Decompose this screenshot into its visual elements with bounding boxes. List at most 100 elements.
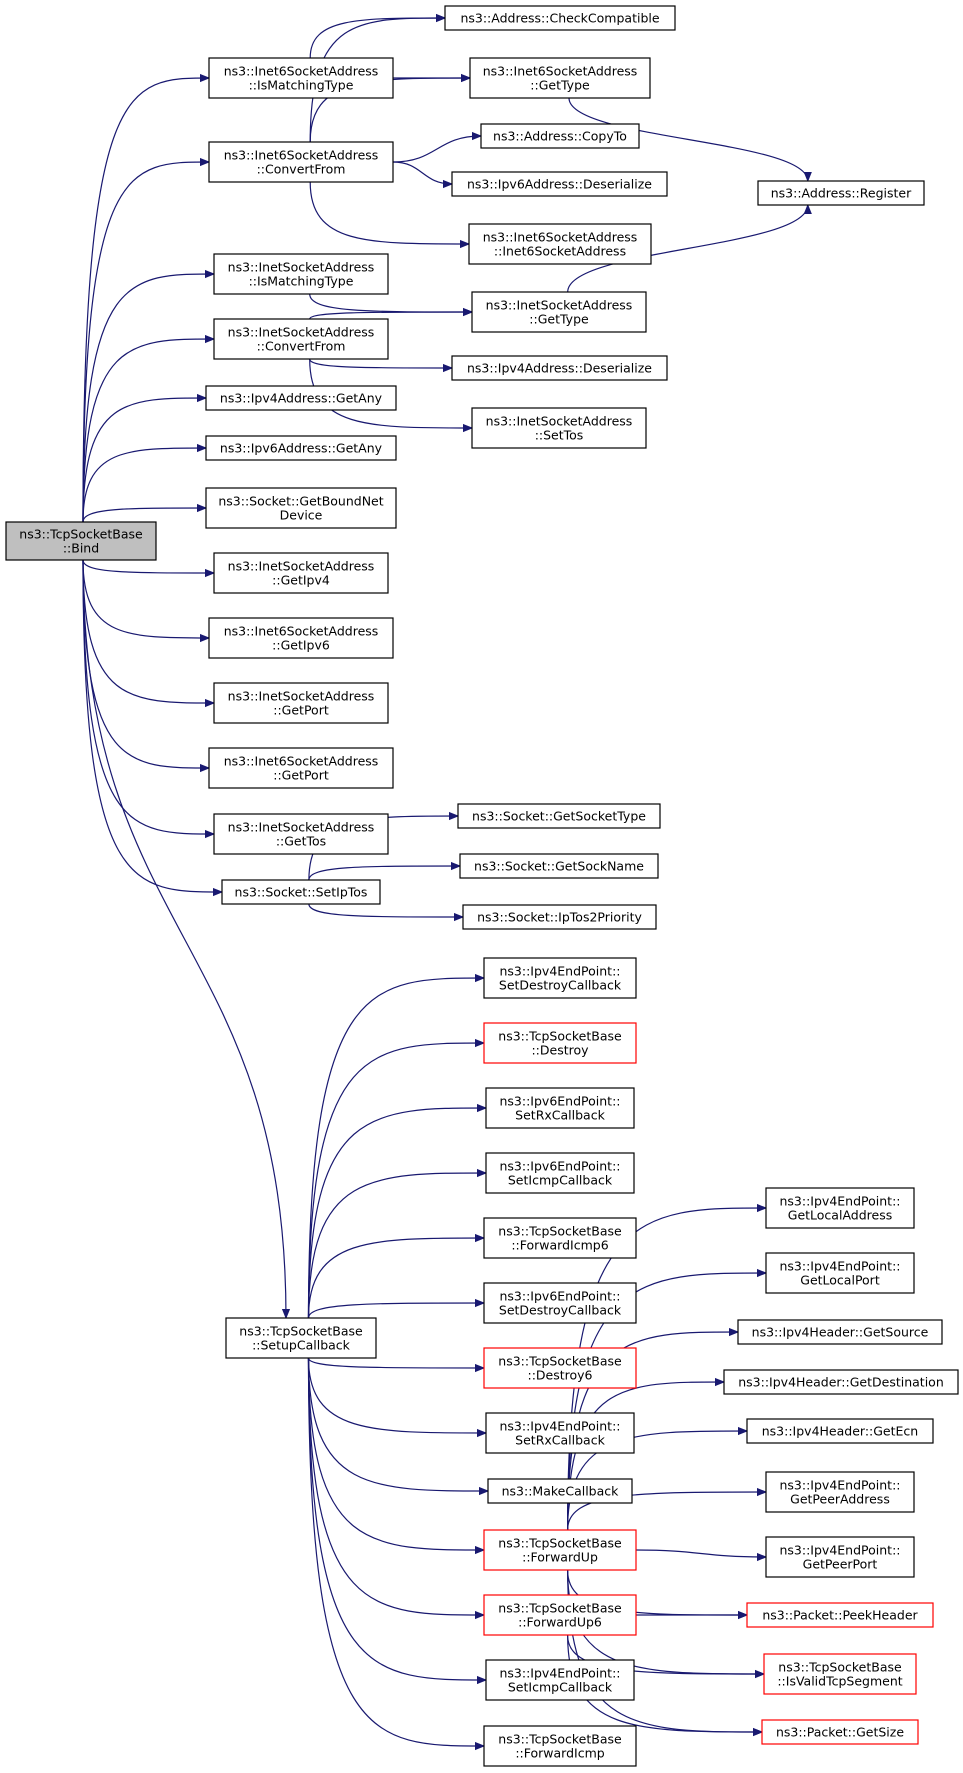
node-i-get-type[interactable]: ns3::InetSocketAddress::GetType [471, 291, 647, 333]
node-set-ip-tos[interactable]: ns3::Socket::SetIpTos [221, 879, 381, 905]
node-fwd-up[interactable]: ns3::TcpSocketBase::ForwardUp [483, 1529, 637, 1571]
node-label-line: GetLocalAddress [788, 1208, 892, 1223]
node-i6-get-type[interactable]: ns3::Inet6SocketAddress::GetType [469, 57, 651, 99]
node-i6-get-ipv6[interactable]: ns3::Inet6SocketAddress::GetIpv6 [208, 617, 394, 659]
node-i-is-matching[interactable]: ns3::InetSocketAddress::IsMatchingType [213, 253, 389, 295]
node-destroy[interactable]: ns3::TcpSocketBase::Destroy [483, 1022, 637, 1064]
node-ep4-peer-addr[interactable]: ns3::Ipv4EndPoint::GetPeerAddress [765, 1471, 915, 1513]
node-label-line: ns3::TcpSocketBase [498, 1354, 622, 1369]
node-label-line: ns3::Ipv6EndPoint:: [500, 1159, 621, 1174]
node-i-get-tos[interactable]: ns3::InetSocketAddress::GetTos [213, 813, 389, 855]
node-label-line: ns3::Ipv4EndPoint:: [780, 1259, 901, 1274]
node-box [471, 291, 647, 333]
node-box [483, 1347, 637, 1389]
node-v4-get-any[interactable]: ns3::Ipv4Address::GetAny [205, 385, 397, 411]
node-ep6-set-destroy[interactable]: ns3::Ipv6EndPoint::SetDestroyCallback [483, 1282, 637, 1324]
node-make-cb[interactable]: ns3::MakeCallback [487, 1478, 633, 1504]
node-ep4-peer-port[interactable]: ns3::Ipv4EndPoint::GetPeerPort [765, 1536, 915, 1578]
node-label-line: ::IsValidTcpSegment [777, 1674, 902, 1689]
node-i-get-port[interactable]: ns3::InetSocketAddress::GetPort [213, 682, 389, 724]
node-h4-dest[interactable]: ns3::Ipv4Header::GetDestination [723, 1369, 959, 1395]
edge-setup-cb-to-fwd-icmp [307, 1357, 485, 1746]
node-box [483, 1022, 637, 1064]
node-label-line: ::IsMatchingType [249, 274, 354, 289]
node-copy-to[interactable]: ns3::Address::CopyTo [480, 123, 640, 149]
node-destroy6[interactable]: ns3::TcpSocketBase::Destroy6 [483, 1347, 637, 1389]
node-box [225, 1317, 377, 1359]
node-label-line: GetPeerPort [803, 1557, 878, 1572]
edge-setup-cb-to-destroy [307, 1043, 485, 1319]
edge-setup-cb-to-ep6-set-rx [307, 1108, 487, 1319]
node-i6-get-port[interactable]: ns3::Inet6SocketAddress::GetPort [208, 747, 394, 789]
edge-bind-to-bound-net [82, 508, 206, 523]
node-v6-deser[interactable]: ns3::Ipv6Address::Deserialize [451, 171, 668, 197]
node-ep4-set-destroy[interactable]: ns3::Ipv4EndPoint::SetDestroyCallback [483, 957, 637, 999]
node-label-line: SetDestroyCallback [499, 1303, 622, 1318]
node-ep4-local-addr[interactable]: ns3::Ipv4EndPoint::GetLocalAddress [765, 1187, 915, 1229]
node-box [213, 552, 389, 594]
node-fwd-icmp[interactable]: ns3::TcpSocketBase::ForwardIcmp [483, 1725, 637, 1767]
node-label-line: ::ConvertFrom [257, 162, 346, 177]
node-label-line: ns3::TcpSocketBase [778, 1660, 902, 1675]
node-setup-cb[interactable]: ns3::TcpSocketBase::SetupCallback [225, 1317, 377, 1359]
node-label-line: ::SetTos [535, 428, 584, 443]
node-label-line: ns3::InetSocketAddress [228, 820, 375, 835]
node-h4-source[interactable]: ns3::Ipv4Header::GetSource [737, 1319, 943, 1345]
node-label-line: ns3::InetSocketAddress [228, 325, 375, 340]
node-box [483, 1282, 637, 1324]
edge-setup-cb-to-ep4-set-rx [307, 1357, 487, 1433]
node-label-line: ns3::Address::CopyTo [493, 129, 627, 144]
edge-set-ip-tos-to-get-sock-name [308, 866, 460, 881]
edge-setup-cb-to-fwd-up6 [307, 1357, 485, 1615]
node-addr-register[interactable]: ns3::Address::Register [757, 180, 925, 206]
node-label-line: ns3::Ipv6Address::GetAny [220, 441, 383, 456]
edge-fwd-up-to-get-size [567, 1569, 762, 1732]
node-box [483, 957, 637, 999]
node-ep4-set-icmp[interactable]: ns3::Ipv4EndPoint::SetIcmpCallback [485, 1659, 635, 1701]
node-get-sock-type[interactable]: ns3::Socket::GetSocketType [457, 803, 661, 829]
node-v6-get-any[interactable]: ns3::Ipv6Address::GetAny [205, 435, 397, 461]
node-label-line: ::GetTos [276, 834, 326, 849]
node-box [213, 682, 389, 724]
node-i6-convert-from[interactable]: ns3::Inet6SocketAddress::ConvertFrom [208, 141, 394, 183]
node-i-set-tos[interactable]: ns3::InetSocketAddress::SetTos [471, 407, 647, 449]
edges-layer [82, 18, 808, 1746]
node-ip-tos2-prio[interactable]: ns3::Socket::IpTos2Priority [462, 904, 657, 930]
node-label-line: ns3::InetSocketAddress [228, 689, 375, 704]
node-ep4-local-port[interactable]: ns3::Ipv4EndPoint::GetLocalPort [765, 1252, 915, 1294]
node-check-compat[interactable]: ns3::Address::CheckCompatible [444, 5, 676, 31]
node-get-size[interactable]: ns3::Packet::GetSize [761, 1719, 919, 1745]
edge-fwd-up-to-h4-dest [567, 1382, 724, 1531]
node-is-valid-seg[interactable]: ns3::TcpSocketBase::IsValidTcpSegment [763, 1653, 917, 1695]
node-label-line: ::GetPort [273, 768, 329, 783]
node-label-line: ns3::Inet6SocketAddress [224, 754, 379, 769]
node-label-line: ns3::Socket::GetBoundNet [218, 494, 383, 509]
edge-bind-to-i-get-tos [82, 559, 214, 834]
node-box [208, 617, 394, 659]
nodes-layer: ns3::TcpSocketBase::Bindns3::Inet6Socket… [5, 5, 959, 1767]
node-ep4-set-rx[interactable]: ns3::Ipv4EndPoint::SetRxCallback [485, 1412, 635, 1454]
node-ep6-set-icmp[interactable]: ns3::Ipv6EndPoint::SetIcmpCallback [485, 1152, 635, 1194]
node-label-line: ::Destroy [531, 1043, 589, 1058]
node-label-line: ns3::InetSocketAddress [486, 414, 633, 429]
edge-bind-to-v4-get-any [82, 398, 206, 523]
node-label-line: ns3::Socket::IpTos2Priority [477, 910, 642, 925]
node-i6-is-matching[interactable]: ns3::Inet6SocketAddress::IsMatchingType [208, 57, 394, 99]
node-box [205, 435, 397, 461]
node-i-get-ipv4[interactable]: ns3::InetSocketAddress::GetIpv4 [213, 552, 389, 594]
node-i6-ctor[interactable]: ns3::Inet6SocketAddress::Inet6SocketAddr… [468, 223, 652, 265]
node-box [208, 57, 394, 99]
node-h4-ecn[interactable]: ns3::Ipv4Header::GetEcn [746, 1418, 934, 1444]
node-fwd-up6[interactable]: ns3::TcpSocketBase::ForwardUp6 [483, 1594, 637, 1636]
node-v4-deser[interactable]: ns3::Ipv4Address::Deserialize [451, 355, 668, 381]
node-get-sock-name[interactable]: ns3::Socket::GetSockName [459, 853, 659, 879]
node-bind[interactable]: ns3::TcpSocketBase::Bind [5, 521, 157, 561]
node-ep6-set-rx[interactable]: ns3::Ipv6EndPoint::SetRxCallback [485, 1087, 635, 1129]
node-box [5, 521, 157, 561]
node-fwd-icmp6[interactable]: ns3::TcpSocketBase::ForwardIcmp6 [483, 1217, 637, 1259]
node-box [485, 1152, 635, 1194]
node-peek-header[interactable]: ns3::Packet::PeekHeader [746, 1602, 934, 1628]
node-i-convert-from[interactable]: ns3::InetSocketAddress::ConvertFrom [213, 318, 389, 360]
node-box [765, 1471, 915, 1513]
